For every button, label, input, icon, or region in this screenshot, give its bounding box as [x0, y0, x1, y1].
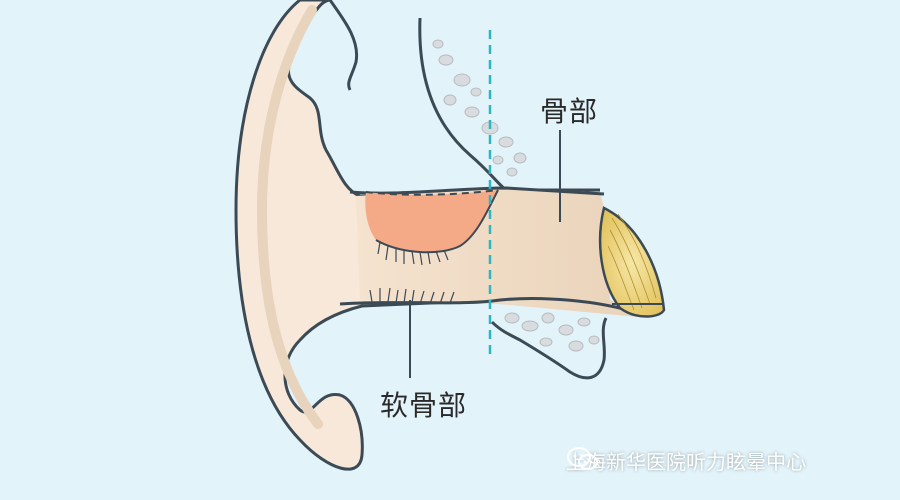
upper-contour: [328, 0, 359, 91]
bone-texture-bottom: [504, 312, 600, 352]
canal-hairs-upper: [377, 241, 449, 266]
cartilage-dashed-border: [365, 189, 499, 196]
bone-texture-top: [432, 39, 527, 177]
canal-lower-wall: [339, 297, 641, 316]
watermark: 上海新华医院听力眩晕中心: [566, 446, 806, 475]
helix-fold: [256, 5, 323, 429]
wechat-icon: [567, 447, 598, 470]
bony-part-label: 骨部: [540, 95, 599, 128]
cartilage-lower-border: [375, 189, 499, 254]
canal-hairs-lower: [369, 287, 455, 305]
eardrum: [598, 206, 666, 318]
cartilaginous-part-label: 软骨部: [380, 389, 468, 422]
watermark-text: 上海新华医院听力眩晕中心: [566, 450, 806, 474]
skull-outline-top: [418, 17, 600, 192]
skull-outline-bottom: [490, 317, 608, 380]
cartilage-region: [365, 190, 498, 253]
